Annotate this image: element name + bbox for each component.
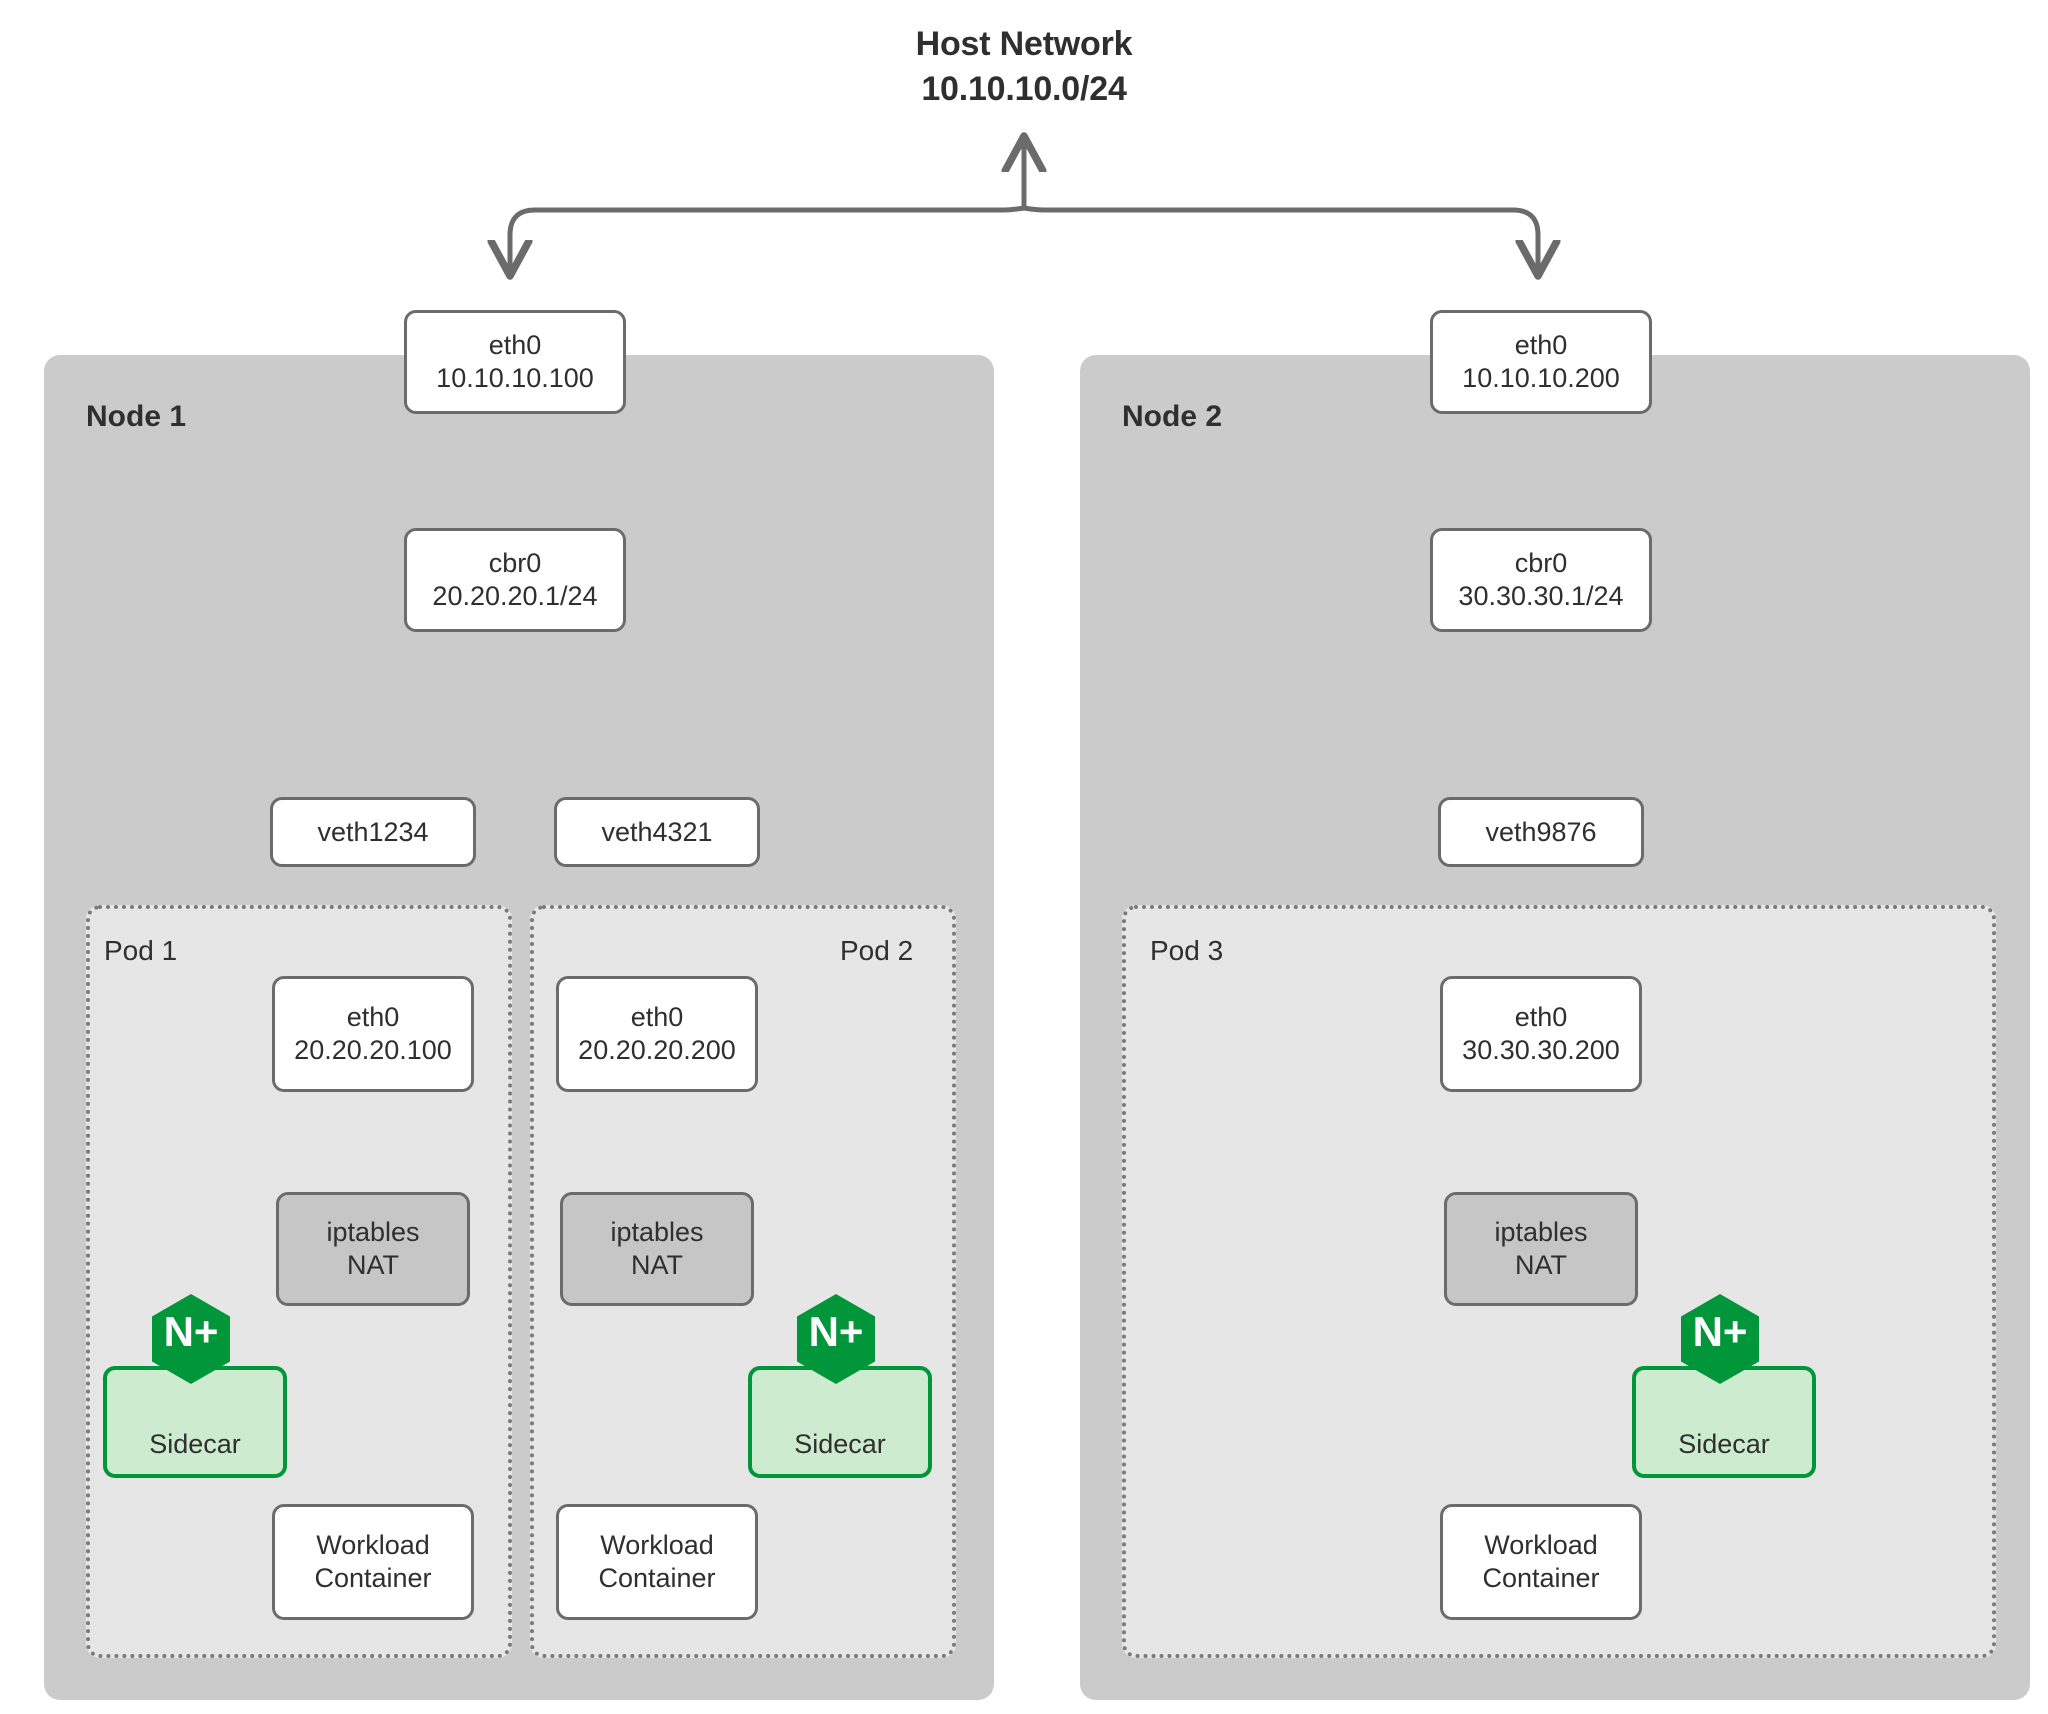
host-network-title-line2: 10.10.10.0/24 [921,69,1127,108]
pod-1-workload-line1: Workload [316,1530,430,1561]
node-1-veth-2-label: veth4321 [601,816,713,847]
node-1-veth-1-box: veth1234 [270,797,476,867]
node-1-eth0-ip: 10.10.10.100 [436,363,594,393]
pod-1-sidecar-box: Sidecar [103,1366,287,1478]
pod-1-iptables-box: iptables NAT [276,1192,470,1306]
node-2-eth0-ip: 10.10.10.200 [1462,363,1620,393]
host-network-title-line1: Host Network [915,25,1133,63]
pod-3-label: Pod 3 [1150,935,1224,966]
host-network-title: Host Network 10.10.10.0/24 [0,22,2048,112]
pod-2-workload-box: Workload Container [556,1504,758,1620]
pod-1-workload-line2: Container [314,1563,432,1593]
pod-3-eth0-name: eth0 [1514,1002,1568,1033]
pod-2-workload-line2: Container [598,1563,716,1593]
pod-3-workload-line1: Workload [1484,1530,1598,1561]
node-2-eth0-name: eth0 [1514,330,1568,361]
pod-3-iptables-box: iptables NAT [1444,1192,1638,1306]
node-2-veth-1-label: veth9876 [1485,816,1597,847]
pod-2-workload-line1: Workload [600,1530,714,1561]
node-2-cbr0-ip: 30.30.30.1/24 [1458,581,1624,611]
svg-text:N+: N+ [164,1308,219,1355]
pod-1-iptables-line1: iptables [326,1217,420,1248]
pod-3-eth0-box: eth0 30.30.30.200 [1440,976,1642,1092]
pod-2-eth0-name: eth0 [630,1002,684,1033]
pod-1-eth0-box: eth0 20.20.20.100 [272,976,474,1092]
pod-1-eth0-name: eth0 [346,1002,400,1033]
pod-2-sidecar-box: Sidecar [748,1366,932,1478]
pod-2-eth0-ip: 20.20.20.200 [578,1035,736,1065]
pod-3-workload-box: Workload Container [1440,1504,1642,1620]
node-1-veth-1-label: veth1234 [317,816,429,847]
svg-text:N+: N+ [1693,1308,1748,1355]
pod-3-iptables-line1: iptables [1494,1217,1588,1248]
pod-2-label: Pod 2 [840,935,914,966]
pod-3-iptables-line2: NAT [1515,1250,1567,1280]
pod-3-sidecar-box: Sidecar [1632,1366,1816,1478]
node-1-eth0-name: eth0 [488,330,542,361]
pod-3-eth0-ip: 30.30.30.200 [1462,1035,1620,1065]
node-1-cbr0-ip: 20.20.20.1/24 [432,581,598,611]
pod-3-workload-line2: Container [1482,1563,1600,1593]
svg-text:N+: N+ [809,1308,864,1355]
node-2-cbr0-box: cbr0 30.30.30.1/24 [1430,528,1652,632]
pod-1-sidecar-label: Sidecar [149,1429,241,1459]
pod-1-workload-box: Workload Container [272,1504,474,1620]
node-1-cbr0-box: cbr0 20.20.20.1/24 [404,528,626,632]
pod-2-iptables-line1: iptables [610,1217,704,1248]
node-1-label: Node 1 [86,400,187,433]
pod-3-sidecar-label: Sidecar [1678,1429,1770,1459]
node-2-cbr0-name: cbr0 [1514,548,1568,579]
node-2-veth-1-box: veth9876 [1438,797,1644,867]
pod-2-iptables-box: iptables NAT [560,1192,754,1306]
node-1-veth-2-box: veth4321 [554,797,760,867]
pod-2-iptables-line2: NAT [631,1250,683,1280]
node-1-cbr0-name: cbr0 [488,548,542,579]
pod-1-label: Pod 1 [104,935,178,966]
node-1-eth0-box: eth0 10.10.10.100 [404,310,626,414]
node-2-eth0-box: eth0 10.10.10.200 [1430,310,1652,414]
node-2-label: Node 2 [1122,400,1223,433]
pod-1-eth0-ip: 20.20.20.100 [294,1035,452,1065]
pod-2-eth0-box: eth0 20.20.20.200 [556,976,758,1092]
pod-1-iptables-line2: NAT [347,1250,399,1280]
pod-2-sidecar-label: Sidecar [794,1429,886,1459]
